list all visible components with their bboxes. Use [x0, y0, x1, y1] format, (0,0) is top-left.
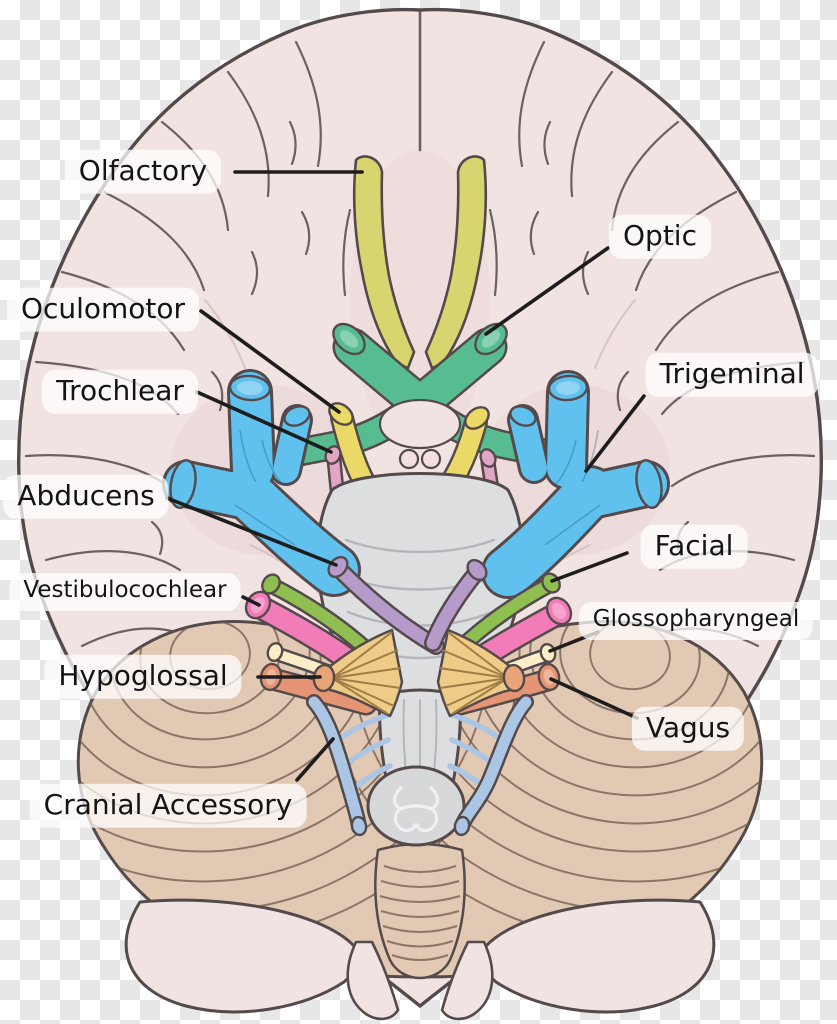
vermis-bands	[379, 865, 461, 961]
leader-facial	[550, 551, 629, 583]
label-hypoglossal: Hypoglossal	[44, 654, 242, 700]
glossopharyngeal-cut-left	[266, 641, 284, 663]
accessory-end-left	[350, 815, 368, 837]
leader-abducens	[165, 496, 338, 567]
infundibulum-area	[378, 398, 462, 450]
label-glossopharyngeal: Glossopharyngeal	[578, 602, 814, 640]
leader-trochlear	[195, 390, 333, 454]
leader-vagus	[549, 677, 639, 720]
abducens-cut-right	[466, 558, 488, 582]
label-abducens: Abducens	[3, 474, 169, 520]
leader-oculomotor	[199, 309, 341, 414]
leader-trigeminal	[584, 394, 646, 473]
trigeminal-nerve-right	[481, 370, 670, 599]
rootlet-lines	[331, 631, 402, 715]
label-cranial-accessory: Cranial Accessory	[29, 783, 307, 829]
trigeminal-cut-right-3	[635, 459, 663, 509]
accessory-nerves	[306, 694, 534, 837]
leader-cranial-accessory	[295, 737, 335, 782]
hypoglossal-cut-right	[502, 663, 526, 693]
hypoglossal-rootlets-left	[312, 628, 404, 718]
olfactory-tract-left	[352, 155, 416, 370]
trigeminal-cut-right-1	[547, 374, 589, 402]
trigeminal-cut-right-2	[509, 405, 537, 427]
trochlear-cut-right	[479, 448, 497, 468]
rootlet-lines	[438, 631, 509, 715]
olfactory-nerves	[352, 155, 488, 370]
occipital-tip-left	[346, 940, 400, 1021]
label-olfactory: Olfactory	[64, 149, 222, 195]
spinal-cord-section	[366, 765, 466, 847]
optic-nerve-cut-left	[332, 322, 366, 356]
occipital-lobe-right	[481, 898, 716, 1014]
mammillary-body-left	[398, 448, 420, 470]
label-oculomotor: Oculomotor	[6, 287, 200, 333]
label-trochlear: Trochlear	[42, 369, 198, 415]
cerebellar-vermis	[374, 842, 466, 980]
trigeminal-cut-left-1	[228, 374, 272, 402]
mammillary-body-right	[420, 448, 442, 470]
hypoglossal-rootlets-right	[436, 628, 526, 718]
label-optic: Optic	[609, 214, 711, 260]
label-vestibulocochlear: Vestibulocochlear	[9, 573, 241, 611]
gray-matter-butterfly	[392, 786, 440, 833]
leader-vestibulocochlear	[241, 595, 261, 607]
accessory-end-right	[453, 815, 471, 837]
label-trigeminal: Trigeminal	[645, 352, 819, 398]
abducens-nerves	[327, 555, 488, 655]
leader-lines	[165, 170, 646, 782]
trigeminal-cut-left-3	[169, 459, 197, 509]
trigeminal-cut-left-2	[283, 405, 311, 427]
olfactory-tract-right	[424, 155, 488, 370]
oculomotor-cut-right	[464, 406, 490, 430]
occipital-tip-right	[440, 940, 494, 1021]
label-vagus: Vagus	[631, 706, 745, 752]
optic-nerve-cut-right	[474, 322, 508, 356]
label-facial: Facial	[640, 524, 748, 570]
leader-optic	[484, 246, 610, 336]
trigeminal-nerve-left	[162, 369, 361, 597]
vestibulocochlear-cut-right	[545, 596, 573, 626]
occipital-lobe-left	[124, 898, 359, 1014]
vagus-cut-right	[537, 662, 561, 692]
